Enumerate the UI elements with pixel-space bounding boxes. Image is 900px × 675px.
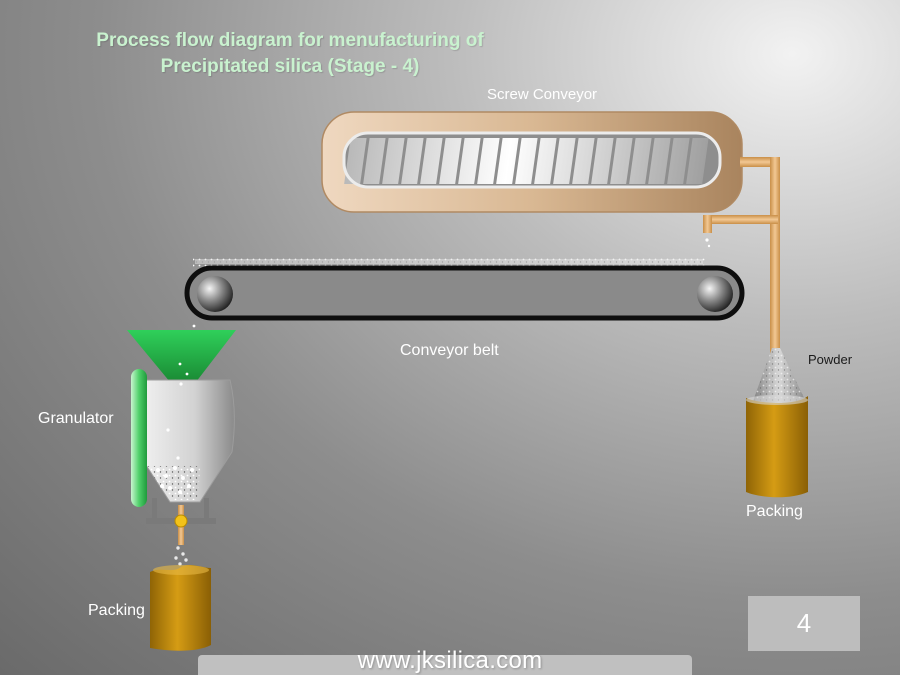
diagram-title: Process flow diagram for menufacturing o… — [40, 28, 540, 80]
slide-number: 4 — [748, 596, 860, 651]
granulator-valve-icon — [174, 514, 188, 528]
screw-coils — [342, 131, 722, 189]
conveyor-belt — [184, 257, 745, 335]
powder-label: Powder — [808, 352, 853, 367]
packing-bag-right — [746, 348, 808, 498]
granulator-side-bar — [131, 369, 147, 507]
belt-roller-left — [197, 276, 233, 312]
belt-roller-right — [697, 276, 733, 312]
conveyor-belt-label: Conveyor belt — [400, 342, 499, 359]
screw-conveyor-label: Screw Conveyor — [487, 86, 598, 103]
granulator — [127, 330, 236, 566]
granulator-label: Granulator — [38, 410, 114, 427]
title-line-1: Process flow diagram for menufacturing o… — [96, 30, 484, 51]
packing-bag-left — [150, 565, 211, 651]
packing-right-label: Packing — [746, 503, 803, 520]
screw-conveyor — [321, 111, 743, 213]
packing-left-label: Packing — [88, 602, 145, 619]
website-url: www.jksilica.com — [357, 647, 543, 674]
footer-bar — [198, 655, 692, 675]
outlet-pipe — [703, 157, 780, 355]
title-line-2: Precipitated silica (Stage - 4) — [160, 56, 420, 77]
